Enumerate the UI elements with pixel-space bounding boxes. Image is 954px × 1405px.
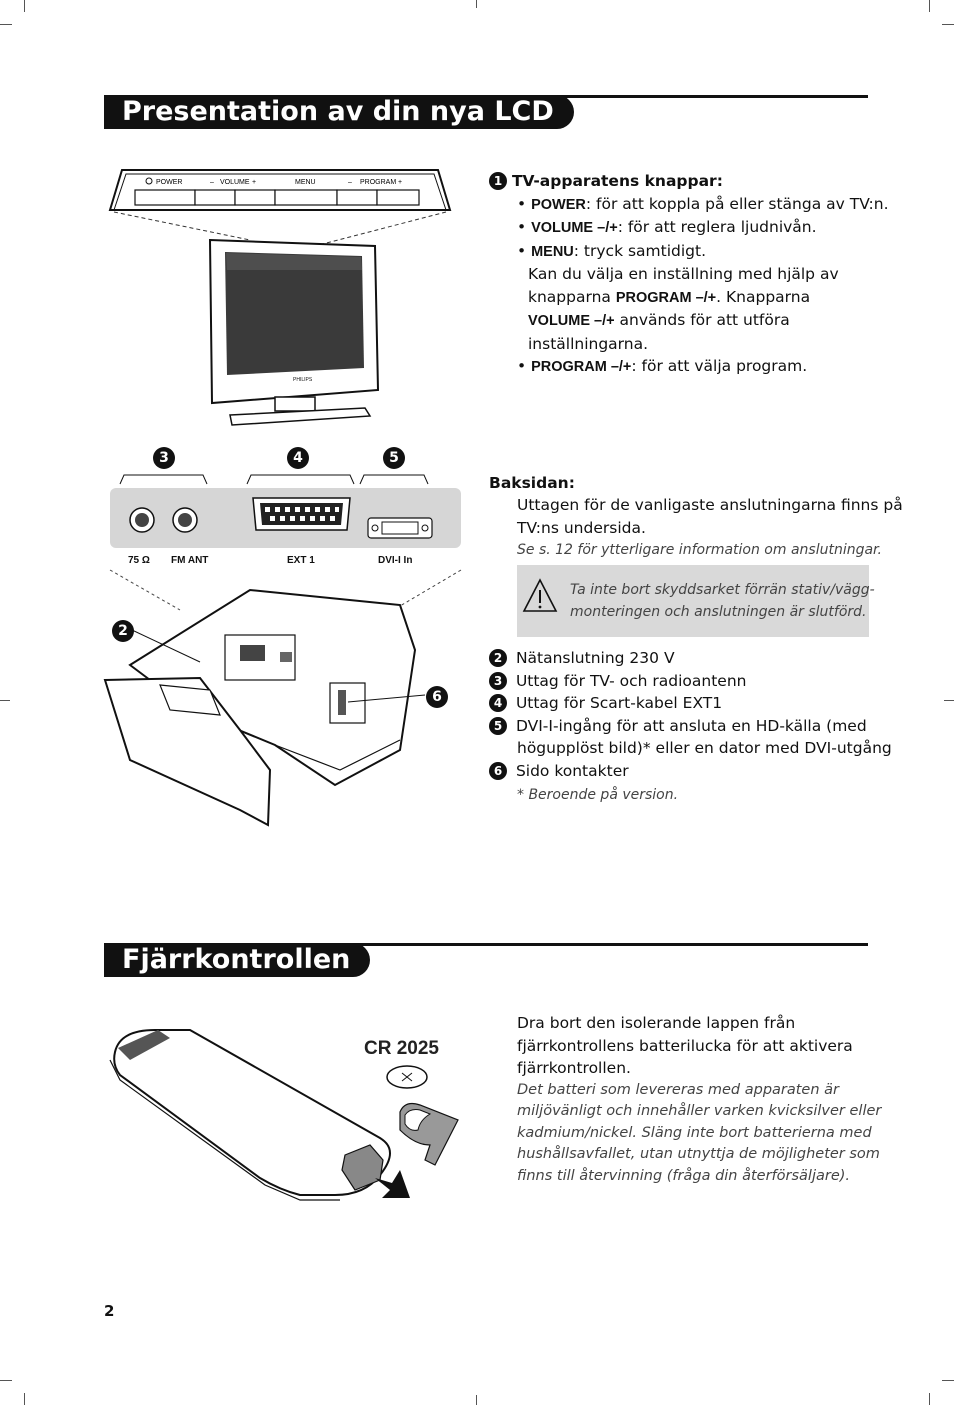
crop-mark <box>929 1393 930 1405</box>
back-note: Se s. 12 för ytterligare information om … <box>517 542 882 558</box>
callout-5: 5 <box>383 447 405 469</box>
back-heading: Baksidan: <box>489 474 575 492</box>
legend-item: 6 Sido kontakter <box>489 760 874 783</box>
connector-label-fm: FM ANT <box>171 555 209 566</box>
brand-logo: PHILIPS <box>293 377 313 383</box>
panel-program-label: PROGRAM <box>360 179 396 186</box>
back-line-1: Uttagen för de vanligaste anslutningarna… <box>517 496 903 514</box>
section-title: Presentation av din nya LCD <box>104 95 574 129</box>
callout-2: 2 <box>112 620 134 642</box>
crop-mark <box>0 1380 12 1381</box>
panel-menu-label: MENU <box>295 179 316 186</box>
program-text: : för att välja program. <box>631 357 808 375</box>
menu-key: MENU <box>531 243 574 260</box>
page-number: 2 <box>104 1302 115 1320</box>
crop-mark <box>944 700 954 701</box>
crop-mark <box>24 0 25 12</box>
callout-6: 6 <box>426 686 448 708</box>
warning-box: Ta inte bort skyddsarket förrän stativ/v… <box>517 565 875 637</box>
tv-buttons-block: 1 TV-apparatens knappar: • POWER: för at… <box>489 170 889 379</box>
crop-mark <box>0 700 10 701</box>
menu-line-5: inställningarna. <box>528 334 649 353</box>
remote-instructions: Dra bort den isolerande lappen från fjär… <box>517 1012 882 1187</box>
panel-power-label: POWER <box>156 179 182 186</box>
section-title: Fjärrkontrollen <box>104 943 371 977</box>
crop-mark <box>929 0 930 12</box>
battery-label: CR 2025 <box>364 1038 439 1059</box>
legend-item: 5 DVI-I-ingång för att ansluta en HD-käl… <box>489 715 874 738</box>
tv-rear-illustration <box>103 474 462 827</box>
menu-line-4: VOLUME –/+ används för att utföra <box>528 311 790 329</box>
volume-key: VOLUME –/+ <box>531 220 618 236</box>
power-text: : för att koppla på eller stänga av TV:n… <box>585 194 889 213</box>
power-key: POWER <box>531 196 586 213</box>
remote-line-1: Dra bort den isolerande lappen från <box>517 1014 796 1032</box>
remote-line-2: fjärrkontrollens batterilucka för att ak… <box>517 1036 853 1055</box>
warning-text: Ta inte bort skyddsarket förrän stativ/v… <box>570 582 875 620</box>
remote-note: Det batteri som levereras med apparaten … <box>517 1081 882 1184</box>
program-line: • PROGRAM –/+: för att välja program. <box>517 357 808 375</box>
tv-front-illustration: POWER – VOLUME + MENU – PROGRAM + PHILIP… <box>108 169 452 426</box>
menu-line-3: knapparna PROGRAM –/+. Knapparna <box>528 287 811 306</box>
crop-mark <box>0 24 12 25</box>
menu-text: : tryck samtidigt. <box>573 241 707 260</box>
panel-plus-label: + <box>252 179 256 186</box>
panel-minus-label: – <box>210 179 214 186</box>
remote-line-3: fjärrkontrollen. <box>517 1059 631 1077</box>
power-line: • POWER: för att koppla på eller stänga … <box>517 194 889 213</box>
volume-line: • VOLUME –/+: för att reglera ljudnivån. <box>517 218 817 236</box>
warning-icon <box>522 578 558 612</box>
menu-line-2: Kan du välja en inställning med hjälp av <box>528 265 839 283</box>
legend-item: 3 Uttag för TV- och radioantenn <box>489 670 874 693</box>
callout-4: 4 <box>287 447 309 469</box>
back-description: Uttagen för de vanligaste anslutningarna… <box>517 494 903 562</box>
connector-label-ext1: EXT 1 <box>287 555 315 566</box>
crop-mark <box>942 24 954 25</box>
back-line-2: TV:ns undersida. <box>517 518 646 537</box>
crop-mark <box>942 1380 954 1381</box>
panel-volume-label: VOLUME <box>220 179 250 186</box>
legend-item: 2 Nätanslutning 230 V <box>489 647 874 670</box>
legend-item: 4 Uttag för Scart-kabel EXT1 <box>489 692 874 715</box>
remote-illustration <box>109 1029 459 1201</box>
crop-mark <box>476 0 477 8</box>
program-key: PROGRAM –/+ <box>531 359 632 375</box>
tv-buttons-heading: TV-apparatens knappar: <box>511 172 723 190</box>
crop-mark <box>476 1395 477 1405</box>
legend-item-continued: högupplöst bild)* eller en dator med DVI… <box>517 739 892 757</box>
item-number: 1 <box>489 172 507 190</box>
panel-plus-label-2: + <box>398 179 402 186</box>
connector-label-antenna: 75 Ω <box>128 555 150 566</box>
tv-buttons-heading-row: 1 TV-apparatens knappar: <box>489 170 879 193</box>
legend-list: 2 Nätanslutning 230 V 3 Uttag för TV- oc… <box>489 647 892 783</box>
crop-mark <box>24 1393 25 1405</box>
footnote: * Beroende på version. <box>517 787 679 803</box>
section-rule <box>104 943 868 946</box>
connector-label-dvi: DVI-I In <box>378 555 413 566</box>
volume-text: : för att reglera ljudnivån. <box>617 218 817 236</box>
menu-line: • MENU: tryck samtidigt. <box>517 241 707 260</box>
callout-3: 3 <box>153 447 175 469</box>
panel-minus-label-2: – <box>348 179 352 186</box>
